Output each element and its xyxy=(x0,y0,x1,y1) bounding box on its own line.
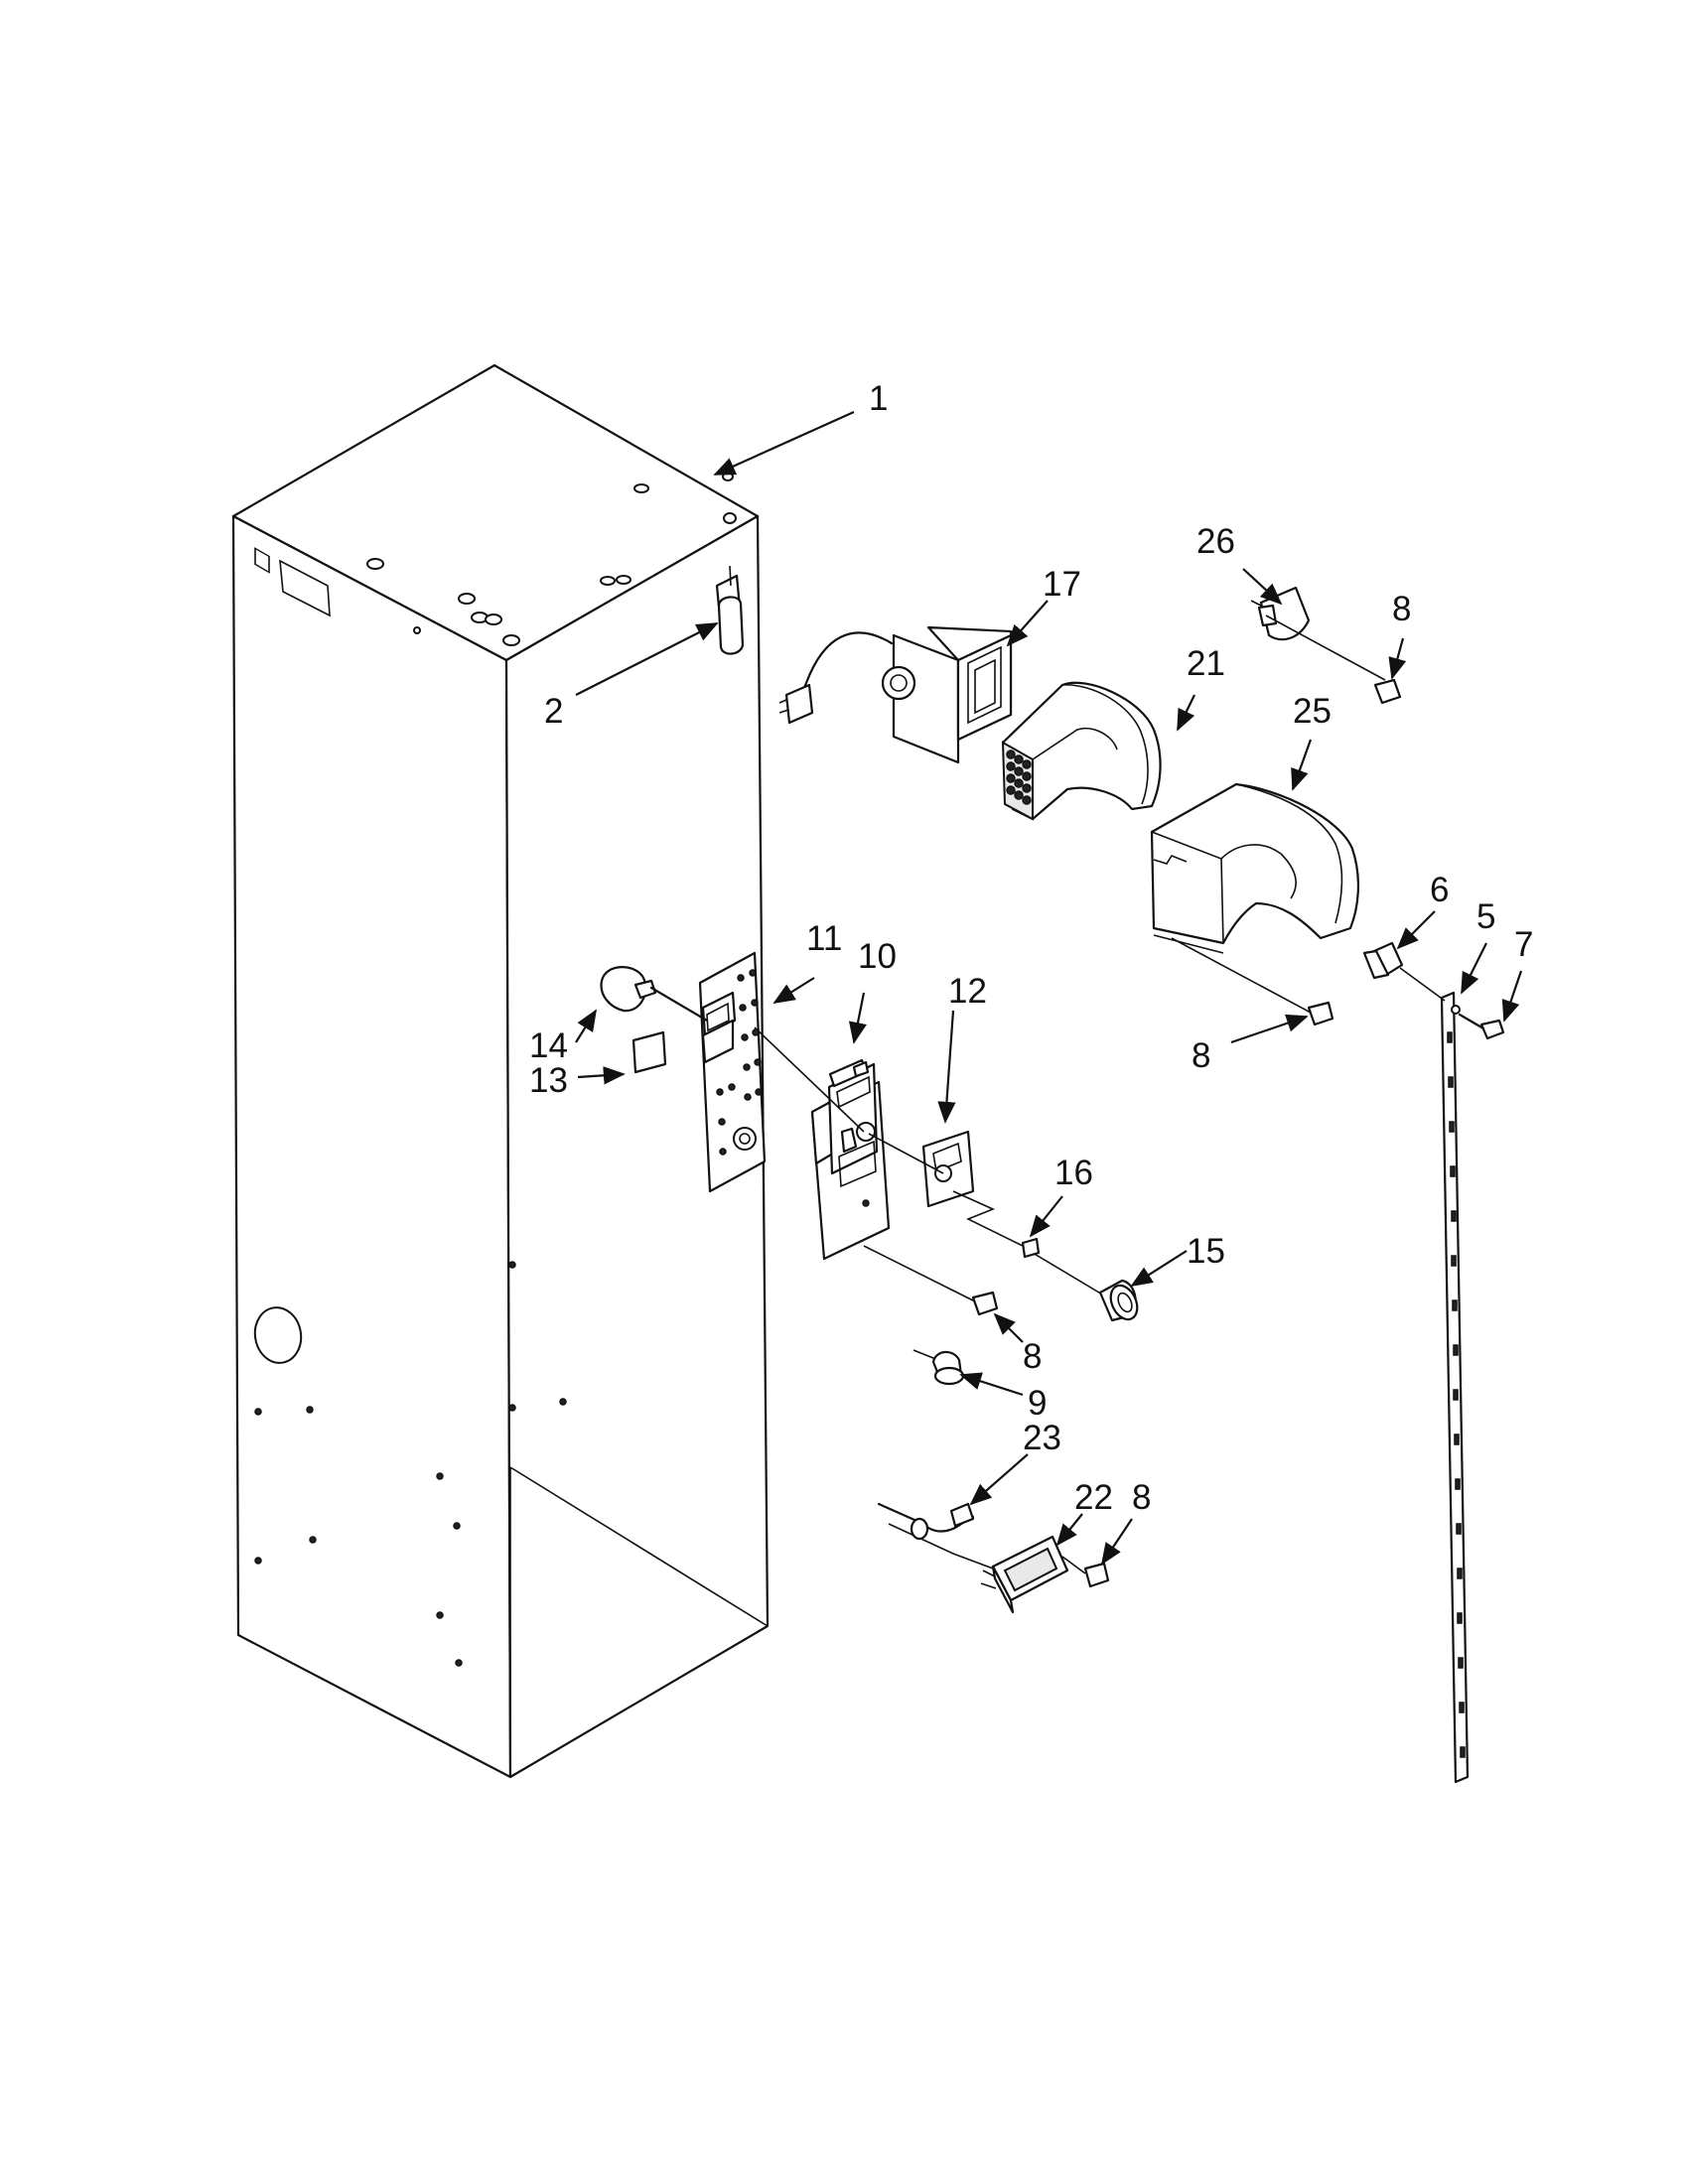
callout-10: 10 xyxy=(858,937,897,976)
callout-16: 16 xyxy=(1054,1154,1093,1192)
callout-7: 7 xyxy=(1514,925,1533,964)
part-21-air-duct xyxy=(1001,681,1162,821)
callout-8-bottom: 8 xyxy=(1132,1478,1151,1517)
callout-13: 13 xyxy=(529,1061,568,1100)
part-8-screw-c xyxy=(971,1291,999,1316)
part-8-screw-a xyxy=(1373,678,1402,705)
callout-5: 5 xyxy=(1476,897,1495,936)
part-22-switch xyxy=(980,1535,1069,1614)
callout-26: 26 xyxy=(1196,522,1235,561)
callout-17: 17 xyxy=(1043,565,1081,604)
callout-8-right: 8 xyxy=(1192,1036,1210,1075)
part-7-screw xyxy=(1458,1013,1505,1040)
part-23-wire-harness xyxy=(877,1502,994,1570)
callout-25: 25 xyxy=(1293,692,1332,731)
part-8-screw-d xyxy=(1061,1556,1110,1588)
callout-22: 22 xyxy=(1074,1478,1113,1517)
part-11-mounting-bracket xyxy=(698,951,767,1193)
part-5-shelf-ladder xyxy=(1440,991,1470,1784)
part-10-control-bracket xyxy=(810,1058,891,1261)
part-8-screw-b xyxy=(1307,1001,1334,1026)
cabinet-liner xyxy=(231,363,770,1779)
part-26-bracket xyxy=(1250,586,1311,641)
part-9-plug xyxy=(931,1350,965,1386)
callout-8-top: 8 xyxy=(1392,590,1411,628)
part-14-knob xyxy=(600,966,709,1023)
part-13-label xyxy=(632,1030,667,1074)
callout-8-middle: 8 xyxy=(1023,1337,1042,1376)
callout-6: 6 xyxy=(1430,871,1449,909)
callout-9: 9 xyxy=(1028,1384,1047,1423)
assembly-lines xyxy=(754,614,1446,1363)
part-2-light-socket xyxy=(715,565,745,655)
callout-11: 11 xyxy=(806,919,842,958)
callout-numbers: 1 2 17 26 8 21 25 6 5 7 8 11 10 12 14 13… xyxy=(529,379,1533,1517)
part-6-clip xyxy=(1362,941,1404,980)
part-16-wire-clip xyxy=(1021,1237,1041,1259)
callout-1: 1 xyxy=(869,379,888,418)
callout-23: 23 xyxy=(1023,1419,1061,1457)
part-17-temperature-control xyxy=(778,625,1013,764)
leader-lines xyxy=(575,410,1523,1566)
callout-15: 15 xyxy=(1187,1232,1225,1271)
callout-2: 2 xyxy=(544,692,563,731)
part-15-lamp-socket xyxy=(1098,1279,1139,1322)
part-25-duct-cover xyxy=(1150,782,1360,954)
callout-14: 14 xyxy=(529,1026,568,1065)
callout-21: 21 xyxy=(1187,644,1225,683)
callout-12: 12 xyxy=(948,972,987,1011)
part-12-plate xyxy=(921,1130,975,1208)
